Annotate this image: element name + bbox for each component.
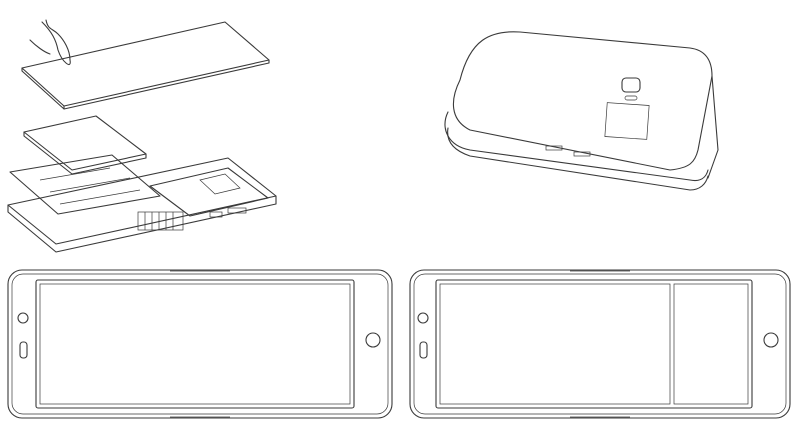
finger-icon	[29, 19, 71, 65]
unfolded-front-view-single	[7, 269, 393, 419]
home-button[interactable]	[763, 332, 779, 348]
camera-module-icon	[621, 77, 641, 93]
sensor-slot	[19, 341, 28, 359]
flexible-display-panel	[21, 21, 270, 110]
exploded-view	[7, 19, 277, 253]
flash-icon	[624, 95, 638, 101]
display-region-primary	[439, 283, 671, 405]
home-button[interactable]	[365, 332, 381, 348]
folded-device-view	[444, 31, 719, 191]
side-button	[545, 145, 563, 151]
camera-icon	[417, 312, 429, 324]
display-support-plate	[23, 115, 147, 175]
main-display	[435, 279, 753, 409]
side-button	[209, 211, 223, 218]
display-region-secondary	[673, 283, 749, 405]
device-frame	[7, 157, 277, 253]
main-display	[35, 279, 355, 409]
volume-button	[227, 207, 247, 214]
camera-icon	[17, 312, 29, 324]
side-button	[573, 151, 591, 157]
hinge	[137, 211, 184, 231]
cover-display	[604, 102, 650, 140]
sensor-slot	[419, 341, 428, 359]
mid-plate	[9, 154, 161, 215]
unfolded-front-view-split	[409, 269, 791, 419]
